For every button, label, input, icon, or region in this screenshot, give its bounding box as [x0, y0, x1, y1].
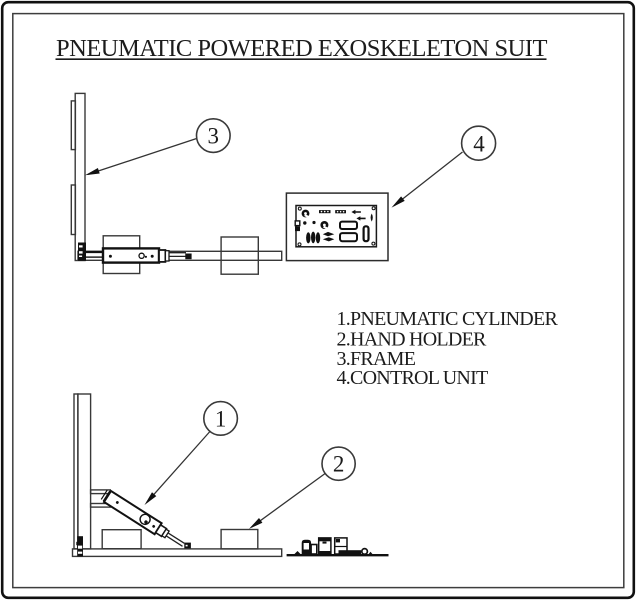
svg-text:1.PNEUMATIC CYLINDER: 1.PNEUMATIC CYLINDER — [337, 308, 559, 330]
svg-text:2: 2 — [333, 452, 345, 477]
svg-text:3.FRAME: 3.FRAME — [337, 348, 416, 370]
svg-text:4: 4 — [473, 131, 485, 156]
svg-text:2.HAND HOLDER: 2.HAND HOLDER — [337, 328, 488, 350]
svg-text:PNEUMATIC POWERED EXOSKELETON: PNEUMATIC POWERED EXOSKELETON SUIT — [56, 35, 547, 62]
svg-text:1: 1 — [215, 406, 227, 431]
svg-text:3: 3 — [208, 124, 220, 149]
svg-text:4.CONTROL UNIT: 4.CONTROL UNIT — [337, 367, 488, 389]
